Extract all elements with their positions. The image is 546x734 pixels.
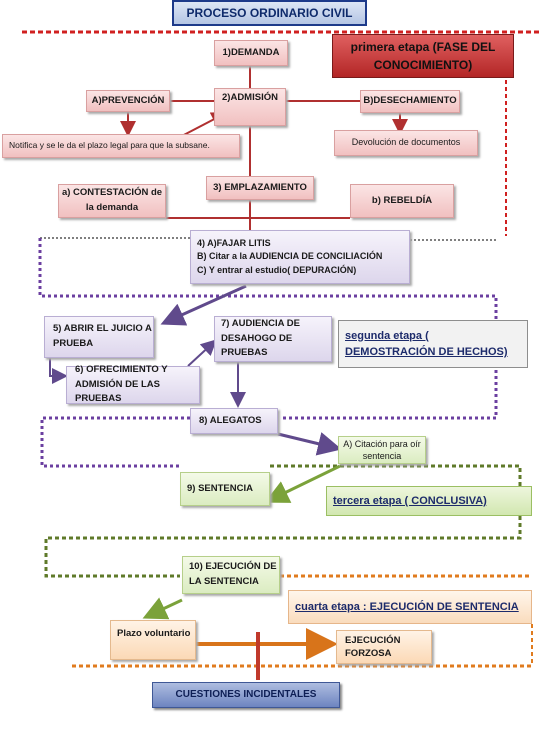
box-emplazamiento: 3) EMPLAZAMIENTO [206,176,314,200]
stage-4-label: cuarta etapa : EJECUCIÓN DE SENTENCIA [288,590,532,624]
box-sentencia: 9) SENTENCIA [180,472,270,506]
box-devolucion: Devolución de documentos [334,130,478,156]
box-juicio-prueba: 5) ABRIR EL JUICIO A PRUEBA [44,316,154,358]
box-fijar-litis: 4) A)FAJAR LITIS B) Citar a la AUDIENCIA… [190,230,410,284]
box-plazo-voluntario: Plazo voluntario [110,620,196,660]
stage-1-label: primera etapa (FASE DEL CONOCIMIENTO) [332,34,514,78]
box-demanda: 1)DEMANDA [214,40,288,66]
box-ejecucion-forzosa: EJECUCIÓN FORZOSA [336,630,432,664]
box-prevencion: A)PREVENCIÓN [86,90,170,112]
box-rebeldia: b) REBELDÍA [350,184,454,218]
stage-3-label: tercera etapa ( CONCLUSIVA) [326,486,532,516]
box-notifica: Notifica y se le da el plazo legal para … [2,134,240,158]
title-box: PROCESO ORDINARIO CIVIL [172,0,367,26]
box-citacion: A) Citación para oír sentencia [338,436,426,464]
box-contestacion: a) CONTESTACIÓN de la demanda [58,184,166,218]
page-title: PROCESO ORDINARIO CIVIL [186,5,353,20]
box-alegatos: 8) ALEGATOS [190,408,278,434]
box-audiencia: 7) AUDIENCIA DE DESAHOGO DE PRUEBAS [214,316,332,362]
box-cuestiones-incidentales: CUESTIONES INCIDENTALES [152,682,340,708]
box-admision: 2)ADMISIÓN [214,88,286,126]
box-desechamiento: B)DESECHAMIENTO [360,90,460,113]
stage-2-label: segunda etapa ( DEMOSTRACIÓN DE HECHOS) [338,320,528,368]
box-ofrecimiento: 6) OFRECIMIENTO Y ADMISIÓN DE LAS PRUEBA… [66,364,200,404]
box-ejecucion: 10) EJECUCIÓN DE LA SENTENCIA [182,556,280,594]
